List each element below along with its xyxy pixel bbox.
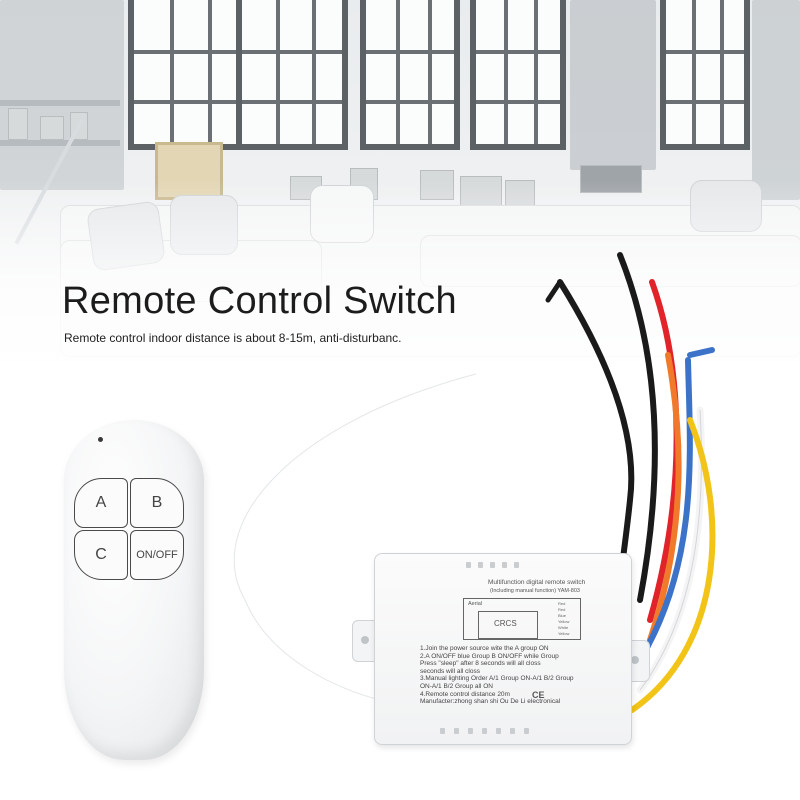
receiver-switch-box (374, 553, 632, 745)
instruction-line: Press "sleep" after 8 seconds will all c… (420, 660, 541, 668)
instruction-line: ON-A/1 B/2 Group all ON (420, 682, 493, 690)
pin-label: Red (558, 607, 566, 612)
chip-label: CRCS (494, 619, 517, 628)
instruction-line: Manufacter:zhong shan shi Ou De Li elect… (420, 698, 561, 706)
receiver-model: (Including manual function) YAM-803 (490, 588, 580, 594)
remote-button-a[interactable]: A (74, 478, 128, 528)
instruction-line: 2.A ON/OFF blue Group B ON/OFF while Gro… (420, 652, 559, 660)
instruction-line: 1.Join the power source wite the A group… (420, 645, 549, 652)
remote-control (64, 420, 204, 760)
wiring-diagram (463, 598, 581, 640)
aerial-label: Aerial (468, 601, 483, 607)
instruction-line: seconds will all closs (420, 667, 480, 675)
window (236, 0, 348, 150)
remote-button-c[interactable]: C (74, 530, 128, 580)
blue-wire (637, 347, 715, 663)
receiver-instructions: 1.Join the power source wite the A group… (420, 645, 620, 706)
pin-label: Red (558, 601, 566, 606)
receiver-header: Multifunction digital remote switch (488, 579, 586, 586)
instruction-line: 3.Manual lighting Order A/1 Group ON-A/1… (420, 675, 574, 683)
black-wire-1 (557, 279, 635, 593)
yellow-wire (629, 417, 716, 713)
page-subtitle: Remote control indoor distance is about … (64, 331, 402, 345)
remote-button-b[interactable]: B (130, 478, 184, 528)
page-title: Remote Control Switch (62, 280, 457, 322)
pin-label: Yellow (558, 631, 570, 636)
black-wire-tip (545, 279, 563, 303)
instruction-line: 4.Remote control distance 20m (420, 690, 510, 698)
orange-wire (647, 352, 682, 643)
window (470, 0, 566, 150)
black-wire-2 (617, 252, 658, 603)
window (360, 0, 460, 150)
pin-label: Blue (558, 613, 567, 618)
remote-indicator-led (98, 437, 103, 442)
window (660, 0, 750, 150)
pin-label: White (558, 625, 569, 630)
ce-mark: CE (532, 690, 545, 700)
pin-label: Yellow (558, 619, 570, 624)
remote-button-onoff[interactable]: ON/OFF (130, 530, 184, 580)
